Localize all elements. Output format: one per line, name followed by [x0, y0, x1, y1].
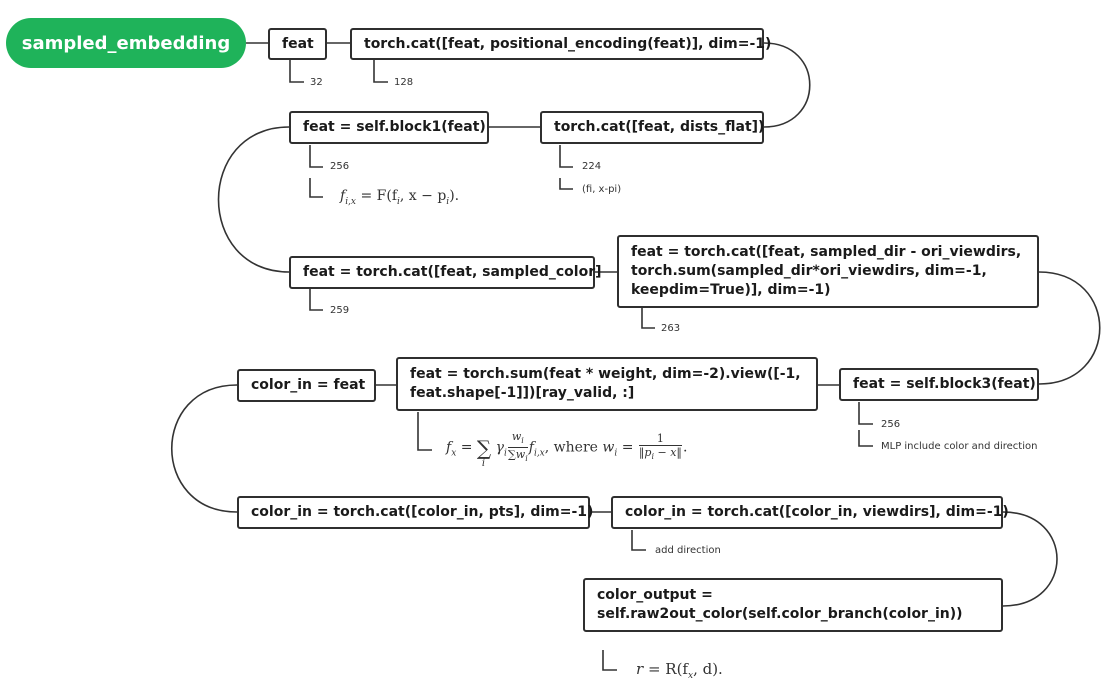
note-block1-dim: 256	[330, 161, 350, 172]
node-cat-dists: torch.cat([feat, dists_flat])	[540, 111, 764, 144]
formula-r: r = R(fx, d).	[636, 660, 723, 681]
note-cat-color-dim: 259	[330, 305, 350, 316]
note-cat-dists-dim: 224	[582, 161, 602, 172]
node-cat-pts: color_in = torch.cat([color_in, pts], di…	[237, 496, 593, 529]
root-node: sampled_embedding	[6, 18, 246, 68]
note-feat-dim: 32	[310, 77, 323, 88]
node-cat-viewdirs: color_in = torch.cat([color_in, viewdirs…	[611, 496, 1009, 529]
formula-f-ix: fi,x = F(fi, x − pi).	[340, 188, 460, 207]
note-viewdirs-desc: add direction	[655, 545, 721, 556]
node-sum-weight: feat = torch.sum(feat * weight, dim=-2).…	[396, 357, 818, 411]
note-block3-desc: MLP include color and direction	[881, 441, 1038, 452]
node-cat-sampled-color: feat = torch.cat([feat, sampled_color]	[289, 256, 602, 289]
note-cat-dir-dim: 263	[661, 323, 681, 334]
node-color-in-feat: color_in = feat	[237, 369, 376, 402]
note-block3-dim: 256	[881, 419, 901, 430]
node-block1: feat = self.block1(feat)	[289, 111, 489, 144]
node-color-output: color_output = self.raw2out_color(self.c…	[583, 578, 1003, 632]
node-cat-positional-encoding: torch.cat([feat, positional_encoding(fea…	[350, 28, 771, 60]
node-block3: feat = self.block3(feat)	[839, 368, 1039, 401]
node-feat: feat	[268, 28, 327, 60]
node-cat-sampled-dir: feat = torch.cat([feat, sampled_dir - or…	[617, 235, 1039, 308]
note-cat-dists-desc: (fi, x-pi)	[582, 184, 622, 195]
note-cat-pos-dim: 128	[394, 77, 414, 88]
